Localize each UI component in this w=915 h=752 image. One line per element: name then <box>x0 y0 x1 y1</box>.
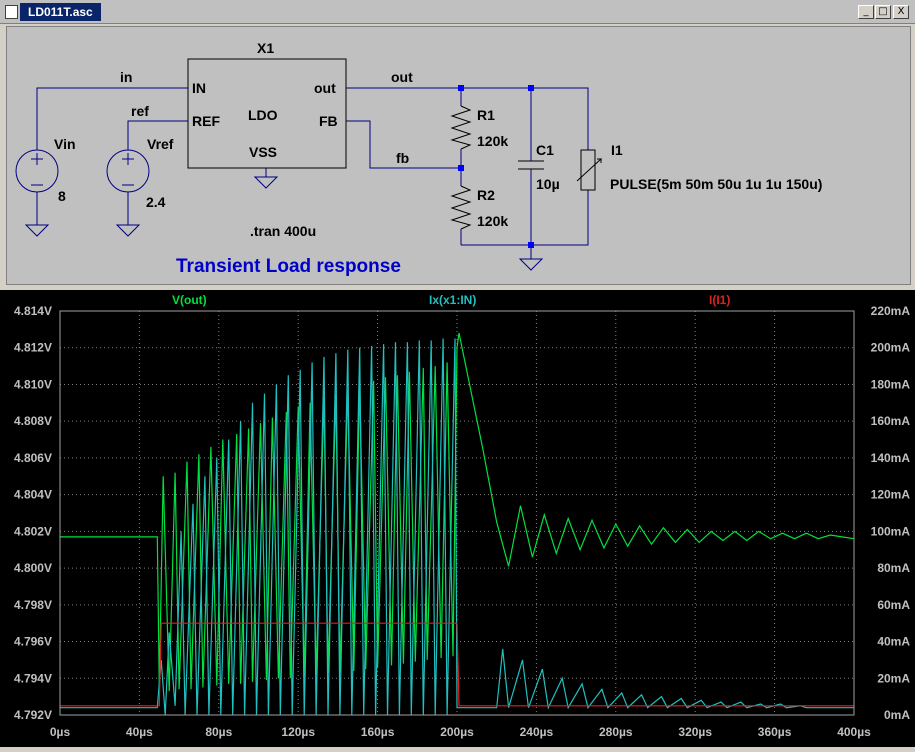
ground-icon <box>115 224 141 237</box>
x-tick-label: 160µs <box>361 725 395 739</box>
y-right-tick-label: 220mA <box>871 304 911 318</box>
x-tick-label: 360µs <box>758 725 792 739</box>
vin-value: 8 <box>58 188 66 204</box>
wire-fb <box>346 120 461 169</box>
schematic-pane[interactable]: X1 LDO IN REF out FB VSS in ref out fb V… <box>6 26 911 285</box>
y-right-tick-label: 40mA <box>877 635 910 649</box>
vref-value: 2.4 <box>146 194 166 210</box>
tran-directive: .tran 400u <box>250 223 316 239</box>
r2-name: R2 <box>477 187 495 203</box>
ldo-pin-ref: REF <box>192 113 220 129</box>
y-left-tick-label: 4.812V <box>14 341 52 355</box>
series-trace-2 <box>60 622 854 707</box>
wire-ref <box>127 120 188 150</box>
y-left-tick-label: 4.792V <box>14 708 52 722</box>
legend-vout[interactable]: V(out) <box>172 293 207 307</box>
y-left-tick-label: 4.798V <box>14 598 52 612</box>
y-left-tick-label: 4.810V <box>14 377 52 391</box>
ground-icon <box>253 176 279 189</box>
ground-icon <box>24 224 50 237</box>
minimize-button[interactable]: _ <box>858 5 874 19</box>
r2-symbol <box>450 185 472 230</box>
ldo-ref-label: X1 <box>257 40 274 56</box>
y-right-tick-label: 20mA <box>877 671 910 685</box>
y-left-tick-label: 4.808V <box>14 414 52 428</box>
net-label-ref: ref <box>131 103 149 119</box>
schematic-comment: Transient Load response <box>176 256 401 277</box>
r1-symbol <box>450 105 472 150</box>
plot-frame <box>59 310 855 716</box>
wire-in <box>36 87 188 150</box>
net-label-out: out <box>391 69 413 85</box>
title-bar: LD011T.asc _ □ X <box>0 0 915 24</box>
vref-source-symbol <box>106 149 150 193</box>
net-label-fb: fb <box>396 150 409 166</box>
x-tick-label: 200µs <box>440 725 474 739</box>
y-left-tick-label: 4.802V <box>14 524 52 538</box>
y-right-tick-label: 80mA <box>877 561 910 575</box>
y-right-tick-label: 120mA <box>871 488 911 502</box>
ldo-pin-vss: VSS <box>249 144 277 160</box>
net-label-in: in <box>120 69 132 85</box>
y-left-tick-label: 4.794V <box>14 671 52 685</box>
window-title: LD011T.asc <box>20 3 101 21</box>
x-tick-label: 0µs <box>50 725 71 739</box>
ground-icon <box>518 258 544 271</box>
schematic-canvas: X1 LDO IN REF out FB VSS in ref out fb V… <box>15 40 822 277</box>
waveform-pane[interactable]: 0µs 40µs 80µs 120µs 160µs 200µs 240µs 280µs 320µ… <box>0 290 915 747</box>
c1-value: 10µ <box>536 176 560 192</box>
vin-source-symbol <box>15 149 59 193</box>
y-left-tick-label: 4.804V <box>14 488 52 502</box>
y-right-tick-label: 0mA <box>884 708 910 722</box>
y-right-tick-label: 60mA <box>877 598 910 612</box>
x-tick-label: 120µs <box>281 725 315 739</box>
c1-symbol <box>518 160 544 170</box>
x-tick-label: 80µs <box>205 725 232 739</box>
y-right-tick-label: 180mA <box>871 377 911 391</box>
y-right-tick-label: 200mA <box>871 341 911 355</box>
y-left-tick-label: 4.800V <box>14 561 52 575</box>
waveform-chart: 0µs 40µs 80µs 120µs 160µs 200µs 240µs 280µs 320µ… <box>14 293 911 739</box>
y-right-tick-label: 140mA <box>871 451 911 465</box>
x-tick-label: 320µs <box>678 725 712 739</box>
y-left-tick-label: 4.806V <box>14 451 52 465</box>
i1-symbol <box>576 149 603 191</box>
series-trace-1 <box>60 338 854 716</box>
y-right-tick-label: 160mA <box>871 414 911 428</box>
series-trace-0 <box>60 332 855 692</box>
maximize-button[interactable]: □ <box>875 5 891 19</box>
y-left-tick-label: 4.796V <box>14 635 52 649</box>
ldo-symbol <box>187 58 347 169</box>
vin-name: Vin <box>54 136 76 152</box>
ldo-pin-out: out <box>314 80 336 96</box>
document-icon <box>5 5 18 19</box>
i1-name: I1 <box>611 142 623 158</box>
x-tick-label: 400µs <box>837 725 871 739</box>
r1-value: 120k <box>477 133 508 149</box>
ldo-pin-fb: FB <box>319 113 338 129</box>
legend-ix-in[interactable]: Ix(x1:IN) <box>429 293 476 307</box>
wire-out <box>346 87 589 150</box>
r1-name: R1 <box>477 107 495 123</box>
x-tick-label: 40µs <box>126 725 153 739</box>
ldo-type-label: LDO <box>248 107 278 123</box>
y-left-tick-label: 4.814V <box>14 304 52 318</box>
i1-value: PULSE(5m 50m 50u 1u 1u 150u) <box>610 176 822 192</box>
x-tick-label: 280µs <box>599 725 633 739</box>
ldo-pin-in: IN <box>192 80 206 96</box>
r2-value: 120k <box>477 213 508 229</box>
x-tick-label: 240µs <box>520 725 554 739</box>
c1-name: C1 <box>536 142 554 158</box>
legend-i1[interactable]: I(I1) <box>709 293 730 307</box>
vref-name: Vref <box>147 136 174 152</box>
y-right-tick-label: 100mA <box>871 524 911 538</box>
close-button[interactable]: X <box>893 5 909 19</box>
